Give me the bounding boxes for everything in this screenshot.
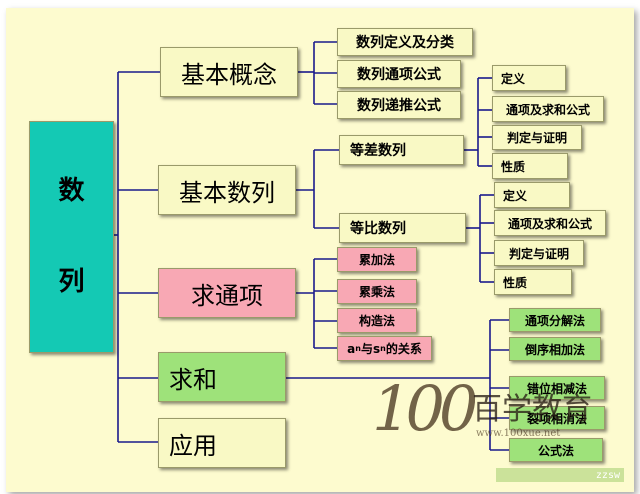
method-cumulative-multiplication: 累乘法 — [337, 279, 417, 304]
arithmetic-definition: 定义 — [492, 65, 566, 91]
node-recursive-formula: 数列递推公式 — [337, 91, 461, 119]
node-general-term-formula: 数列通项公式 — [337, 60, 461, 88]
watermark-strip: zzsw — [496, 468, 624, 482]
arithmetic-proof: 判定与证明 — [492, 125, 582, 150]
node-sum: 求和 — [158, 352, 286, 402]
relation-tail: 的关系 — [385, 342, 422, 356]
node-basic-sequences: 基本数列 — [158, 165, 296, 215]
root-char-1: 数 — [58, 176, 85, 207]
node-geometric-sequence: 等比数列 — [339, 213, 466, 243]
node-basic-concept: 基本概念 — [160, 47, 298, 97]
sum-term-decomposition: 通项分解法 — [509, 308, 601, 332]
method-construction: 构造法 — [337, 308, 417, 333]
geometric-formula: 通项及求和公式 — [494, 210, 606, 236]
root-char-2: 列 — [58, 267, 85, 297]
geometric-definition: 定义 — [494, 182, 570, 208]
relation-mid: 与 — [360, 342, 373, 356]
relation-a: a — [347, 341, 356, 356]
geometric-properties: 性质 — [494, 269, 572, 295]
geometric-proof: 判定与证明 — [494, 240, 584, 266]
node-application: 应用 — [158, 418, 286, 468]
arithmetic-formula: 通项及求和公式 — [492, 96, 604, 122]
sum-reverse-addition: 倒序相加法 — [509, 337, 601, 361]
node-definition-classification: 数列定义及分类 — [337, 28, 473, 56]
sum-telescoping: 裂项相消法 — [509, 406, 605, 430]
relation-s: s — [372, 341, 381, 356]
sum-misaligned-subtraction: 错位相减法 — [509, 376, 605, 400]
node-general-term: 求通项 — [158, 268, 296, 318]
arithmetic-properties: 性质 — [492, 153, 568, 179]
relation-n1: n — [355, 344, 361, 353]
sum-formula-method: 公式法 — [509, 438, 603, 462]
relation-n2: n — [380, 344, 386, 353]
root-node: 数 列 — [29, 121, 114, 353]
node-arithmetic-sequence: 等差数列 — [339, 135, 464, 165]
method-cumulative-addition: 累加法 — [337, 247, 417, 272]
